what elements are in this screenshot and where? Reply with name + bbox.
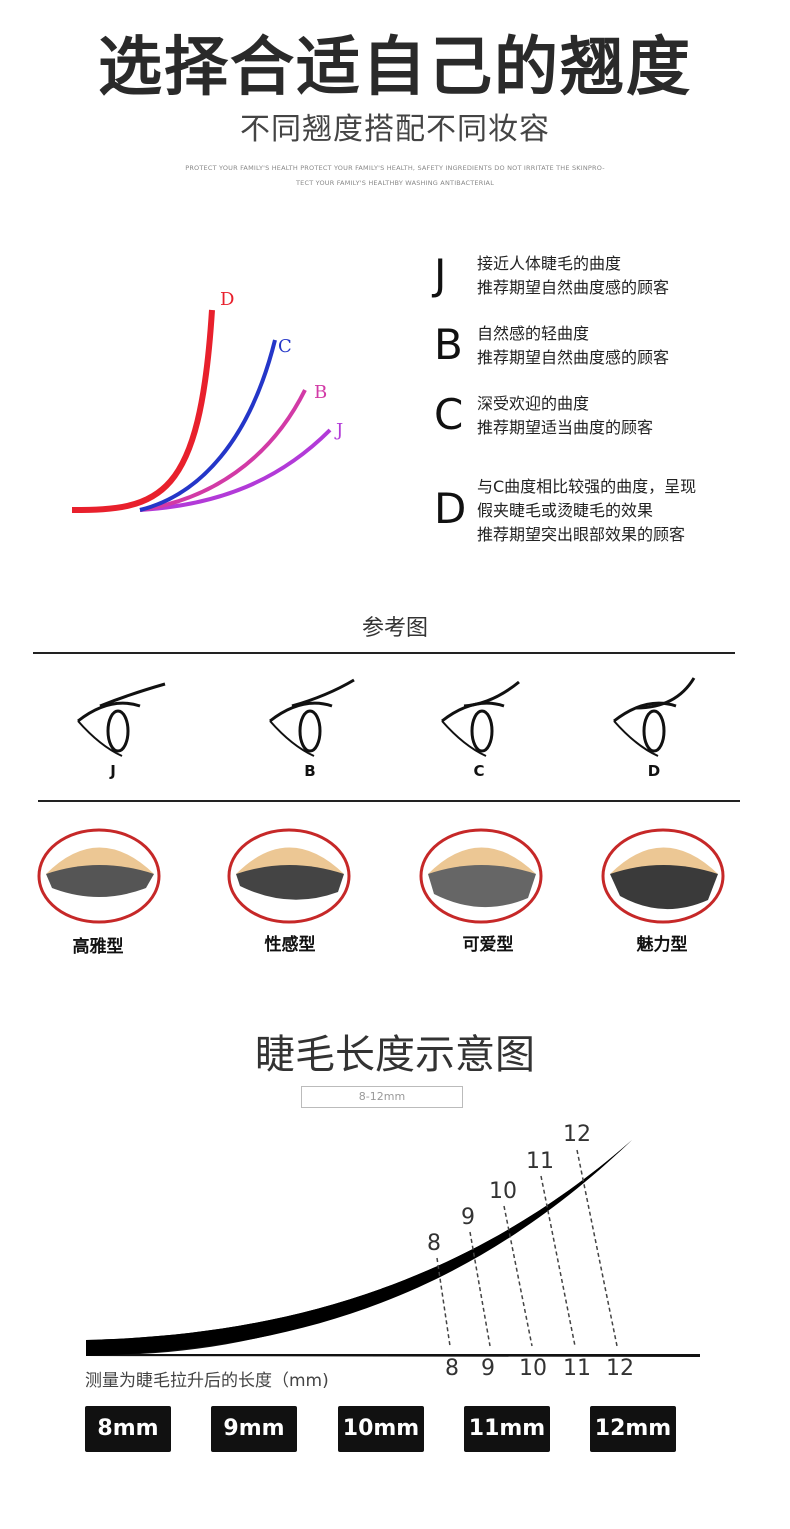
- style-label-cute: 可爱型: [462, 935, 514, 955]
- curl-desc-d-3: 推荐期望突出眼部效果的顾客: [477, 525, 686, 544]
- eye-style-elegant: [37, 828, 161, 924]
- length-bottom-11: 11: [563, 1356, 591, 1381]
- curl-letter-d: D: [434, 484, 467, 533]
- eye-sketch-j: [77, 682, 166, 757]
- length-bottom-10: 10: [519, 1356, 547, 1381]
- curl-desc-j-1: 接近人体睫毛的曲度: [477, 254, 622, 273]
- eye-sketch-b: [269, 678, 355, 757]
- length-top-8: 8: [427, 1231, 441, 1256]
- page-title: 选择合适自己的翘度: [98, 31, 692, 105]
- curl-desc-d-2: 假夹睫毛或烫睫毛的效果: [477, 501, 654, 520]
- length-top-10: 10: [489, 1179, 517, 1204]
- divider-bottom: [38, 800, 740, 802]
- divider-top: [33, 652, 735, 654]
- curl-curve-j: [139, 428, 332, 512]
- fine-print-line-2: TECT YOUR FAMILY'S HEALTHBY WASHING ANTI…: [295, 179, 495, 187]
- eye-label-b: B: [304, 762, 316, 780]
- curl-desc-b-1: 自然感的轻曲度: [477, 324, 590, 343]
- curl-desc-b-2: 推荐期望自然曲度感的顾客: [477, 348, 670, 367]
- eye-style-cute: [419, 828, 543, 924]
- curl-desc-c-1: 深受欢迎的曲度: [477, 394, 590, 413]
- length-title: 睫毛长度示意图: [255, 1032, 535, 1078]
- curl-desc-d-1: 与C曲度相比较强的曲度，呈现: [477, 477, 697, 496]
- curl-letter-b: B: [434, 320, 463, 369]
- length-9mm-button[interactable]: 9mm: [211, 1406, 297, 1452]
- curl-desc-c-2: 推荐期望适当曲度的顾客: [477, 418, 654, 437]
- eye-label-c: C: [473, 762, 485, 780]
- page-subtitle: 不同翘度搭配不同妆容: [240, 112, 550, 147]
- style-label-sexy: 性感型: [264, 935, 316, 955]
- length-11mm-button[interactable]: 11mm: [464, 1406, 550, 1452]
- length-bottom-8: 8: [445, 1356, 459, 1381]
- length-bottom-12: 12: [606, 1356, 634, 1381]
- eye-style-sexy: [227, 828, 351, 924]
- curl-diagram: D C B J: [71, 289, 343, 513]
- style-label-charming: 魅力型: [636, 935, 688, 955]
- curl-letter-c: C: [434, 390, 464, 439]
- curl-curve-d: [71, 309, 215, 513]
- fine-print-line-1: PROTECT YOUR FAMILY'S HEALTH PROTECT YOU…: [185, 164, 605, 172]
- length-10mm-button[interactable]: 10mm: [338, 1406, 424, 1452]
- length-12mm-button[interactable]: 12mm: [590, 1406, 676, 1452]
- curl-curve-b: [139, 389, 307, 512]
- measure-note: 测量为睫毛拉升后的长度（mm): [85, 1371, 329, 1391]
- length-top-12: 12: [563, 1122, 591, 1147]
- length-diagram: [86, 1140, 700, 1357]
- curl-label-d: D: [220, 289, 234, 310]
- length-8mm-button[interactable]: 8mm: [85, 1406, 171, 1452]
- curl-desc-j-2: 推荐期望自然曲度感的顾客: [477, 278, 670, 297]
- curl-label-c: C: [278, 336, 292, 357]
- curl-letter-j: J: [434, 250, 447, 299]
- reference-title: 参考图: [361, 616, 428, 641]
- style-label-elegant: 高雅型: [72, 937, 124, 957]
- length-range-box: 8-12mm: [301, 1086, 463, 1108]
- curl-label-j: J: [334, 420, 343, 441]
- eye-sketch-c: [441, 680, 520, 757]
- length-bottom-9: 9: [481, 1356, 495, 1381]
- length-top-9: 9: [461, 1205, 475, 1230]
- curl-label-b: B: [314, 382, 327, 403]
- eye-sketch-d: [613, 677, 696, 757]
- eye-label-j: J: [110, 762, 116, 780]
- eye-label-d: D: [647, 762, 661, 780]
- length-top-11: 11: [526, 1149, 554, 1174]
- eye-style-charming: [601, 828, 725, 924]
- curl-curve-c: [139, 339, 277, 512]
